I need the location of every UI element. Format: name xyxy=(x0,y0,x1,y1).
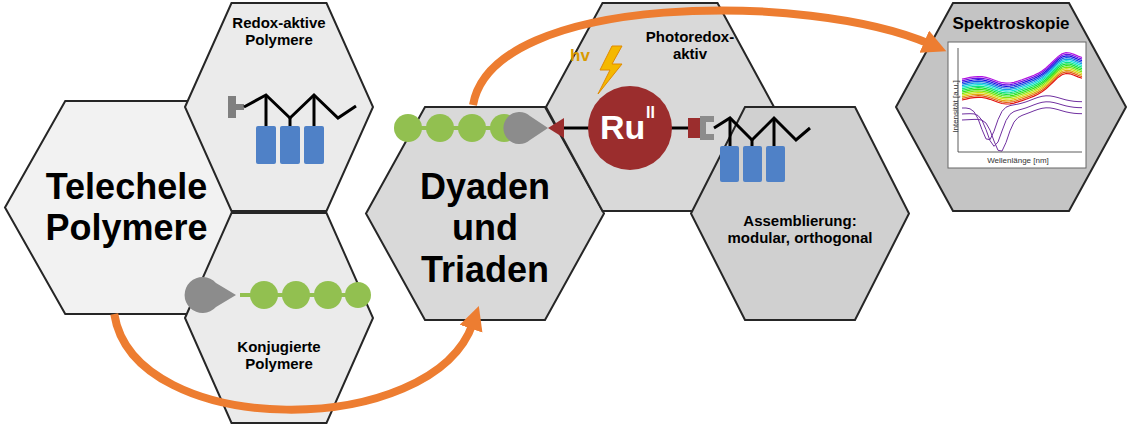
ru-circle: RuII xyxy=(588,86,672,170)
process-arrow xyxy=(473,10,930,105)
node-text: Dyaden und Triaden xyxy=(410,166,560,290)
hexagon-outline xyxy=(184,212,374,424)
node-text: Redox-aktive Polymere xyxy=(219,14,339,49)
conjugated-polymer xyxy=(185,277,371,313)
node-text: Ru xyxy=(600,108,648,147)
node-text: Konjugierte Polymere xyxy=(219,338,339,373)
light-label: hv xyxy=(570,46,590,66)
axis-label: Wellenlänge [nm] xyxy=(987,156,1049,165)
node-text: Photoredox-aktiv xyxy=(630,28,750,63)
node-text: II xyxy=(646,104,666,122)
hexagon-box: Konjugierte Polymere xyxy=(184,212,374,424)
axis-label: Intensität [a.u.] xyxy=(950,80,959,132)
node-text: Telechele Polymere xyxy=(24,166,229,249)
node-text: Assemblierung: modular, orthogonal xyxy=(715,212,885,247)
redox-polymer xyxy=(228,95,356,164)
triad-assembly xyxy=(394,112,810,182)
spectrum-plot xyxy=(948,42,1086,168)
lightning-symbol xyxy=(598,46,622,94)
node-text: Spektroskopie xyxy=(936,14,1086,34)
process-arrow xyxy=(114,314,473,410)
